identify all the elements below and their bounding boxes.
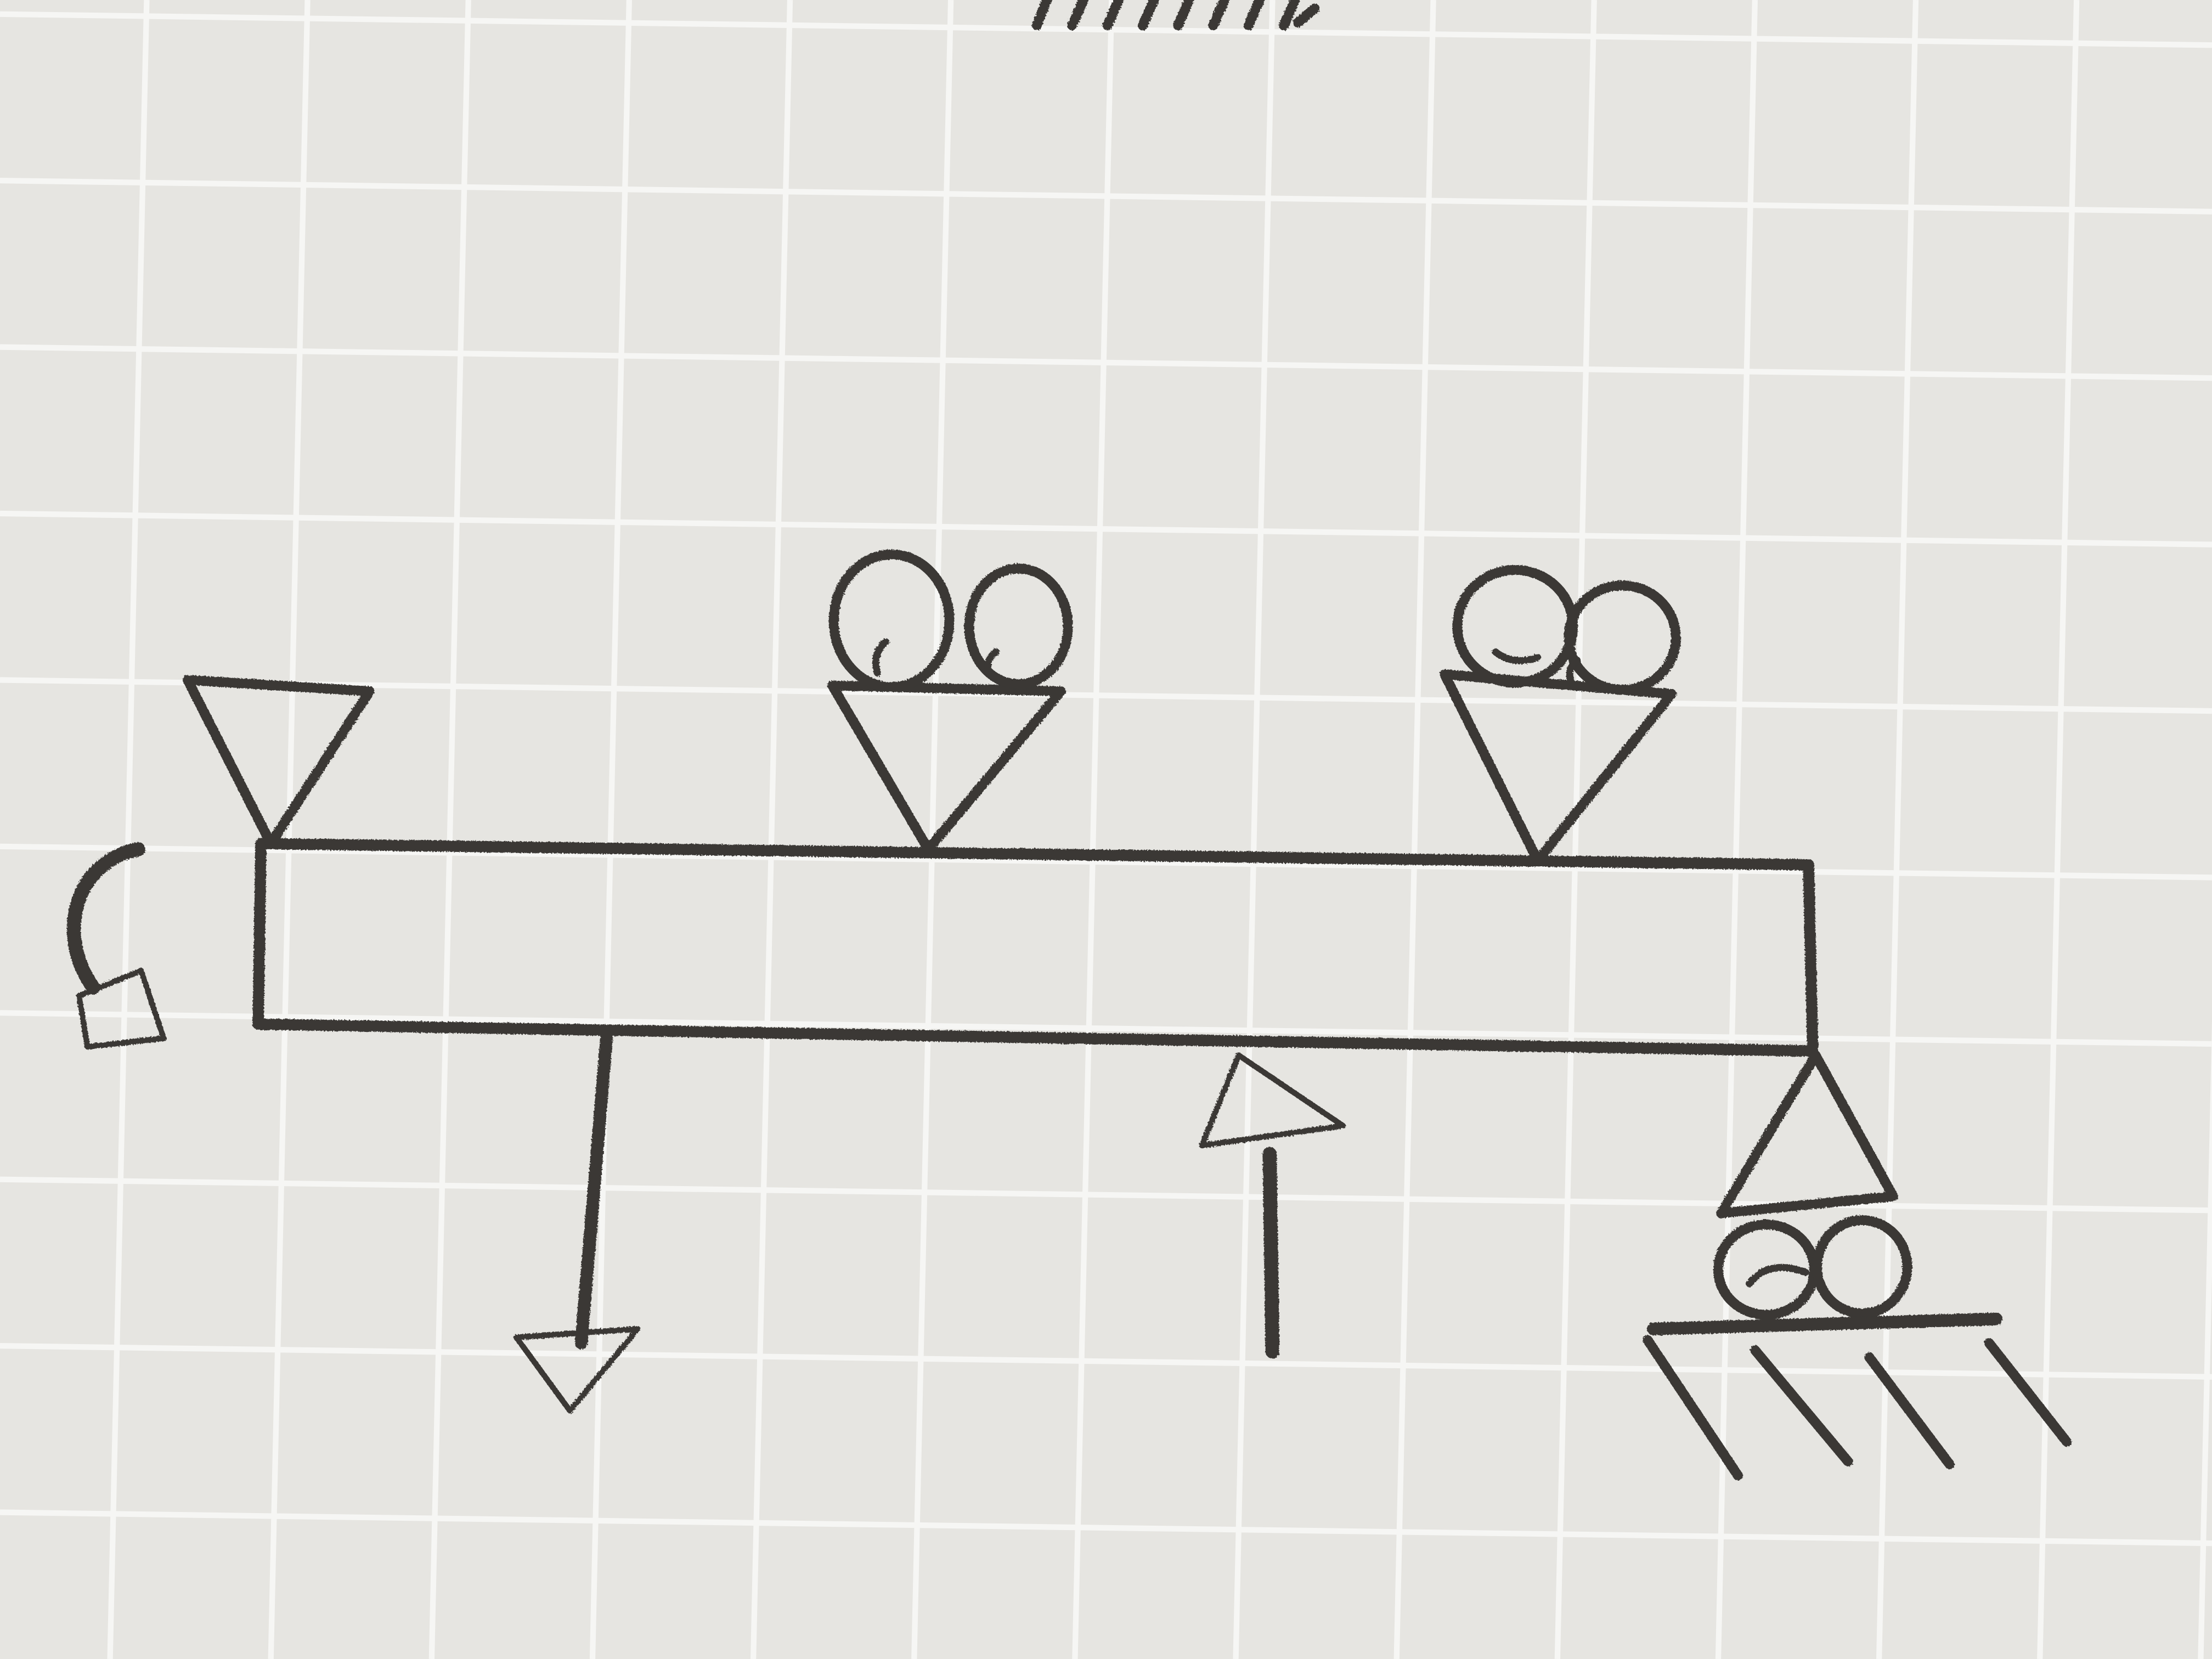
grid-line-vertical <box>2037 0 2080 1659</box>
pencil-drawing <box>66 0 2072 1481</box>
arrow-shaft <box>1262 1147 1280 1359</box>
grid-line-horizontal <box>0 178 2212 215</box>
triangle-down-icon <box>1440 669 1677 866</box>
grid-line-horizontal <box>0 677 2212 714</box>
grid-line-vertical <box>1233 0 1276 1659</box>
grid-line-vertical <box>1393 0 1436 1659</box>
top-right-roller-support <box>1440 565 1681 866</box>
arrow-shaft <box>574 1030 613 1350</box>
roller-circle-icon <box>1564 580 1681 695</box>
grid-line-horizontal <box>0 1509 2212 1547</box>
curved-arrow-icon <box>66 842 145 995</box>
top-edge-scribble <box>1032 0 1320 31</box>
arrow-up-icon <box>1199 1052 1346 1149</box>
upward-point-load <box>1199 1052 1346 1359</box>
grid-line-vertical <box>2198 1020 2212 1659</box>
grid-line-horizontal <box>0 1010 2212 1047</box>
triangle-up-icon <box>1716 1050 1898 1218</box>
arrowhead-icon <box>76 968 167 1050</box>
grid-line-horizontal <box>0 344 2212 381</box>
grid-line-vertical <box>911 0 954 1659</box>
ground-line <box>1647 1312 2003 1335</box>
roller-circle-icon <box>964 563 1073 690</box>
top-middle-roller-support <box>827 549 1073 855</box>
grid-line-vertical <box>589 0 632 1659</box>
bottom-right-roller-support <box>1643 1050 2072 1481</box>
grid-line-horizontal <box>0 1343 2212 1380</box>
triangle-down-icon <box>827 680 1066 855</box>
arrow-down-icon <box>514 1326 641 1414</box>
roller-circle-icon <box>828 549 955 692</box>
grid-line-vertical <box>1715 0 1758 1659</box>
beam <box>252 838 1819 1057</box>
grid-line-vertical <box>107 0 150 1659</box>
triangle-down-icon <box>183 675 375 849</box>
grid-line-vertical <box>751 0 793 1659</box>
grid-line-vertical <box>268 0 311 1659</box>
grid-line-vertical <box>428 0 471 1659</box>
grid-line-vertical <box>1072 0 1115 1659</box>
ground-hatching <box>1643 1335 2072 1481</box>
roller-circle-icon <box>1812 1215 1912 1318</box>
grid-line-horizontal <box>0 510 2212 548</box>
downward-point-load <box>514 1030 641 1414</box>
clockwise-moment <box>66 842 167 1050</box>
grid-line-horizontal <box>0 843 2212 881</box>
grid-line-vertical <box>1554 0 1597 1659</box>
top-left-pin-support <box>183 675 375 849</box>
